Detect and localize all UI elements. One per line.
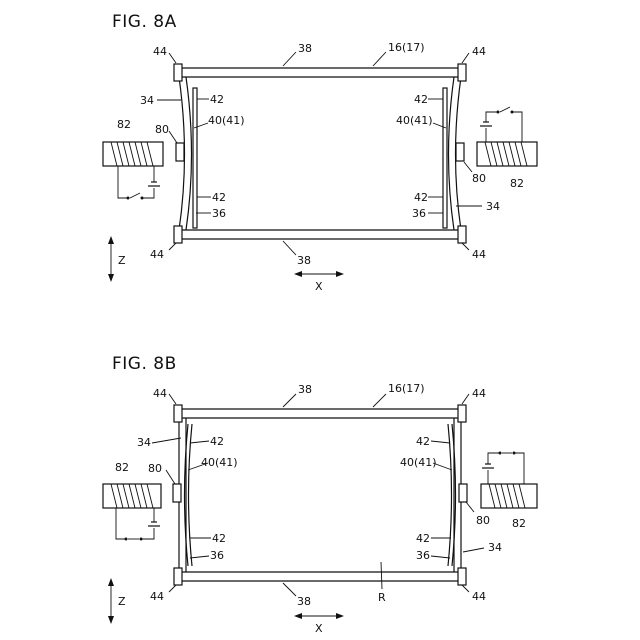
corner-pin-tr	[458, 405, 466, 422]
label-left-coil: 82	[115, 461, 129, 474]
label-left-block: 80	[148, 462, 162, 475]
axis-x-label: X	[315, 622, 323, 635]
label-left-plate: 40(41)	[208, 114, 245, 127]
label-region-r: R	[378, 591, 386, 604]
label-corner-tr: 44	[472, 45, 486, 58]
axis-z-arrow	[108, 236, 114, 282]
label-top-bar: 38	[298, 42, 312, 55]
corner-pin-tl	[174, 405, 182, 422]
left-plate	[193, 88, 197, 228]
label-corner-br: 44	[472, 248, 486, 261]
figure-8a: FIG. 8A	[103, 12, 537, 293]
label-right-lower-pin: 42	[414, 191, 428, 204]
right-block-80	[456, 143, 464, 161]
left-coil-82	[103, 142, 163, 200]
corner-pin-tr	[458, 64, 466, 81]
label-left-upper-pin: 42	[210, 93, 224, 106]
axis-x-arrow	[294, 271, 344, 277]
corner-pin-bl	[174, 568, 182, 585]
label-top-bar: 38	[298, 383, 312, 396]
right-coil-82	[481, 452, 537, 509]
label-left-plate: 40(41)	[201, 456, 238, 469]
label-bottom-bar: 38	[297, 254, 311, 267]
left-block-80	[173, 484, 181, 502]
label-corner-tl: 44	[153, 45, 167, 58]
label-left-coil: 82	[117, 118, 131, 131]
label-left-side: 34	[137, 436, 151, 449]
label-right-lower-pin: 42	[416, 532, 430, 545]
label-right-block: 80	[476, 514, 490, 527]
label-frame-ref: 16(17)	[388, 382, 425, 395]
label-left-bar36: 36	[210, 549, 224, 562]
label-right-plate: 40(41)	[400, 456, 437, 469]
label-right-upper-pin: 42	[416, 435, 430, 448]
left-coil-82	[103, 484, 161, 541]
label-right-bar36: 36	[416, 549, 430, 562]
label-bottom-bar: 38	[297, 595, 311, 608]
right-block-80	[459, 484, 467, 502]
right-coil-82	[477, 107, 537, 166]
label-corner-br: 44	[472, 590, 486, 603]
frame-top-bar	[180, 68, 460, 77]
label-right-coil: 82	[510, 177, 524, 190]
label-left-block: 80	[155, 123, 169, 136]
axis-z-arrow	[108, 578, 114, 624]
label-frame-ref: 16(17)	[388, 41, 425, 54]
label-right-coil: 82	[512, 517, 526, 530]
label-right-side: 34	[488, 541, 502, 554]
corner-pin-bl	[174, 226, 182, 243]
label-left-lower-pin: 42	[212, 191, 226, 204]
leader-lines-8a	[157, 52, 482, 255]
corner-pin-br	[458, 226, 466, 243]
label-right-plate: 40(41)	[396, 114, 433, 127]
label-right-upper-pin: 42	[414, 93, 428, 106]
label-left-lower-pin: 42	[212, 532, 226, 545]
label-left-upper-pin: 42	[210, 435, 224, 448]
label-right-side: 34	[486, 200, 500, 213]
label-left-bar36: 36	[212, 207, 226, 220]
figure-8b-title: FIG. 8B	[112, 354, 177, 374]
axis-x-label: X	[315, 280, 323, 293]
label-right-block: 80	[472, 172, 486, 185]
frame-bottom-bar	[180, 572, 460, 581]
label-corner-bl: 44	[150, 248, 164, 261]
corner-pin-br	[458, 568, 466, 585]
label-corner-tr: 44	[472, 387, 486, 400]
axis-z-label: Z	[118, 595, 126, 608]
corner-pin-tl	[174, 64, 182, 81]
label-left-side: 34	[140, 94, 154, 107]
label-corner-bl: 44	[150, 590, 164, 603]
right-plate	[443, 88, 447, 228]
frame-bottom-bar	[180, 230, 460, 239]
label-corner-tl: 44	[153, 387, 167, 400]
figure-8b: FIG. 8B	[103, 354, 537, 635]
left-block-80	[176, 143, 184, 161]
frame-top-bar	[180, 409, 460, 418]
axis-x-arrow	[294, 613, 344, 619]
leader-lines-8b	[152, 394, 484, 596]
figure-8a-title: FIG. 8A	[112, 12, 177, 32]
label-right-bar36: 36	[412, 207, 426, 220]
axis-z-label: Z	[118, 254, 126, 267]
